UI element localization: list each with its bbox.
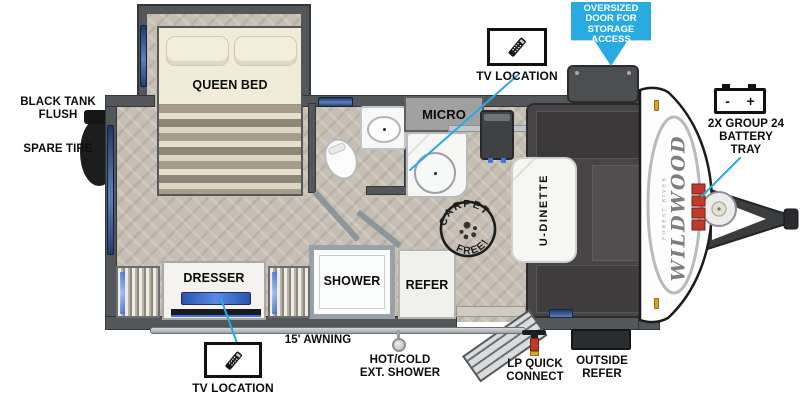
storage-access-arrow: OVERSIZED DOOR FOR STORAGE ACCESS (571, 2, 651, 66)
dinette-panel-top (536, 111, 642, 159)
ext-shower-label: HOT/COLD EXT. SHOWER (342, 354, 458, 380)
pillow-left (166, 36, 229, 66)
black-tank-line1: BLACK TANK (20, 96, 96, 108)
tv-location-bottom-label: TV LOCATION (192, 381, 274, 395)
tv-location-bottom-icon (204, 342, 262, 378)
outside-refer-line2: REFER (582, 367, 622, 380)
toilet-lid (327, 141, 347, 156)
dresser-drawer (181, 292, 251, 305)
bathroom-window (318, 97, 353, 107)
top-wall-left (105, 95, 155, 107)
tv-location-top-icon (487, 28, 547, 66)
bedroom-window (140, 25, 147, 87)
tv-remote-icon (224, 351, 242, 370)
pillow-right (234, 36, 297, 66)
u-dinette-table: U-DINETTE (511, 157, 577, 263)
storage-access-line2: DOOR FOR (585, 13, 637, 25)
stamp-bottom-text: FREE! (452, 234, 494, 261)
dresser-slot (171, 309, 261, 317)
stamp-top-text: CARPET (432, 192, 493, 230)
rear-window (107, 125, 114, 255)
battery-tray-label: 2X GROUP 24 BATTERY TRAY (700, 118, 792, 157)
battery-minus-label: - (725, 93, 730, 109)
wardrobe-right-glow (272, 272, 277, 314)
tv-location-top-label: TV LOCATION (476, 69, 558, 83)
lp-line1: LP QUICK (507, 358, 563, 370)
spare-tire-label: SPARE TIRE (23, 143, 93, 155)
storage-door-screw-left (575, 71, 579, 75)
storage-door-screw-right (627, 71, 631, 75)
battery-terminal-right (748, 84, 756, 88)
u-dinette-label: U-DINETTE (538, 173, 550, 247)
lp-tip (530, 351, 539, 356)
shower: SHOWER (309, 245, 395, 319)
clearance-light-top (654, 100, 659, 111)
microwave-label: MICRO (422, 107, 466, 122)
ext-shower-line1: HOT/COLD (369, 354, 431, 366)
wardrobe-right (268, 266, 310, 318)
outside-refer-label: OUTSIDE REFER (562, 355, 642, 381)
black-tank-flush-valve (84, 110, 108, 124)
lp-connect-icon (522, 330, 546, 356)
battery-terminal-left (722, 84, 730, 88)
ext-shower-line2: EXT. SHOWER (359, 366, 441, 379)
storage-access-line1: OVERSIZED (583, 3, 639, 14)
chair-caster-right (501, 158, 506, 163)
queen-bed: QUEEN BED (157, 26, 303, 196)
shower-pan (319, 255, 385, 309)
outside-refer-unit (571, 329, 631, 350)
dresser: DRESSER (162, 261, 266, 320)
bathroom-wall-left (308, 103, 316, 193)
dinette-panel-mid (592, 165, 642, 261)
battery-tray-line2: BATTERY (719, 130, 773, 143)
lp-valve (531, 335, 538, 338)
refrigerator: REFER (398, 249, 456, 319)
battery-icon: - + (714, 88, 766, 114)
lp-quick-connect-label: LP QUICK CONNECT (490, 358, 580, 384)
tv-remote-icon (508, 37, 526, 57)
bed-blanket (159, 104, 301, 194)
battery-tray-line3: TRAY (730, 143, 762, 156)
awning-rail (150, 327, 526, 334)
kitchen-sink-drain (434, 172, 437, 175)
storage-access-line3: STORAGE (587, 23, 635, 35)
outside-refer-door (549, 309, 573, 318)
ext-shower-stem (397, 330, 400, 340)
shower-label: SHOWER (323, 274, 381, 288)
refer-label: REFER (405, 278, 449, 292)
battery-plus-label: + (746, 93, 755, 109)
lp-cylinder (530, 338, 539, 351)
brand-sub-label: FOREST RIVER (661, 175, 668, 240)
storage-door (567, 65, 639, 103)
entry-threshold (456, 306, 526, 317)
awning-label: 15' AWNING (284, 334, 352, 346)
bathroom-vanity (360, 106, 406, 150)
chair-back (484, 114, 510, 121)
hitch-a-frame (697, 184, 799, 254)
desk-chair (480, 110, 514, 163)
wardrobe-left (116, 266, 160, 318)
battery-tray-line1: 2X GROUP 24 (707, 118, 785, 130)
black-tank-flush-label: BLACK TANK FLUSH (12, 96, 104, 122)
black-tank-line2: FLUSH (38, 108, 78, 121)
svg-text:CARPET: CARPET (432, 192, 493, 230)
svg-text:FREE!: FREE! (452, 234, 494, 261)
chair-caster-left (488, 158, 493, 163)
lp-handle (522, 330, 546, 335)
queen-bed-label: QUEEN BED (192, 78, 268, 92)
wardrobe-left-glow (120, 272, 125, 314)
outside-refer-line1: OUTSIDE (576, 355, 628, 367)
kitchen-counter (406, 132, 468, 198)
storage-access-line4: ACCESS (591, 33, 631, 45)
sink-drain (383, 128, 386, 131)
dinette-panel-bottom (536, 265, 642, 313)
dresser-label: DRESSER (183, 271, 245, 285)
ext-shower-head-icon (392, 338, 406, 352)
clearance-light-bottom (654, 298, 659, 309)
lp-line2: CONNECT (506, 370, 564, 383)
stamp-paw-marks (459, 221, 478, 240)
brand-name-label: WILDWOOD (667, 134, 690, 281)
carpet-free-stamp: CARPET FREE! (432, 192, 497, 261)
